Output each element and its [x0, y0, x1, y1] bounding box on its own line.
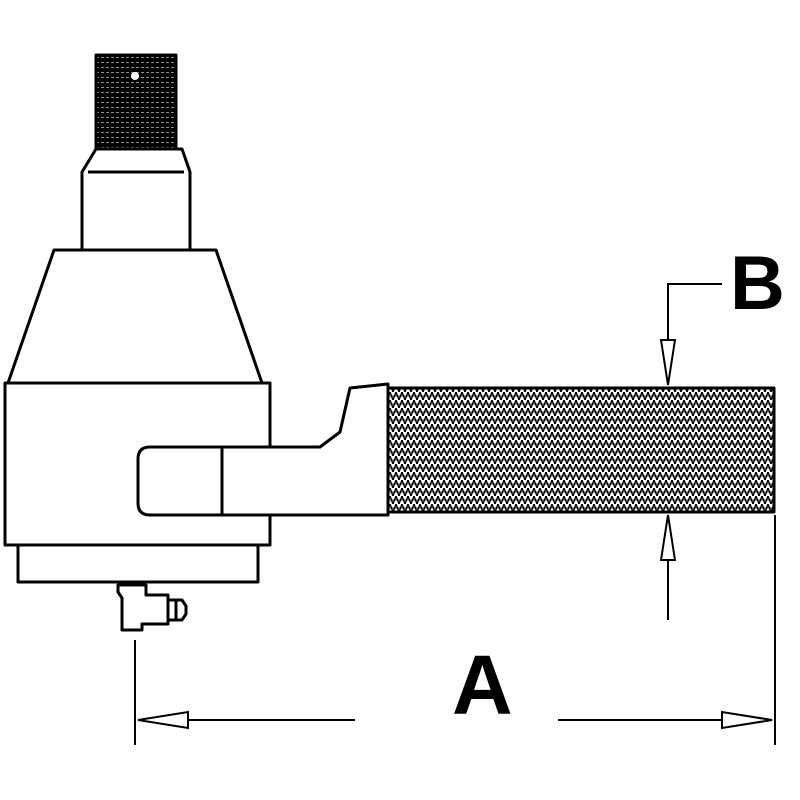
top-threaded-stud [94, 53, 178, 151]
dimension-a-arrowheads [137, 710, 773, 730]
cotter-pin-hole [131, 72, 139, 80]
stud-neck [80, 147, 192, 252]
conical-housing [6, 248, 264, 385]
dimension-b-arrowheads [659, 339, 677, 561]
threaded-shank [386, 386, 776, 514]
dimension-a-label: A [452, 638, 513, 732]
bottom-cap [16, 543, 260, 584]
dimension-b-label: B [730, 241, 785, 326]
